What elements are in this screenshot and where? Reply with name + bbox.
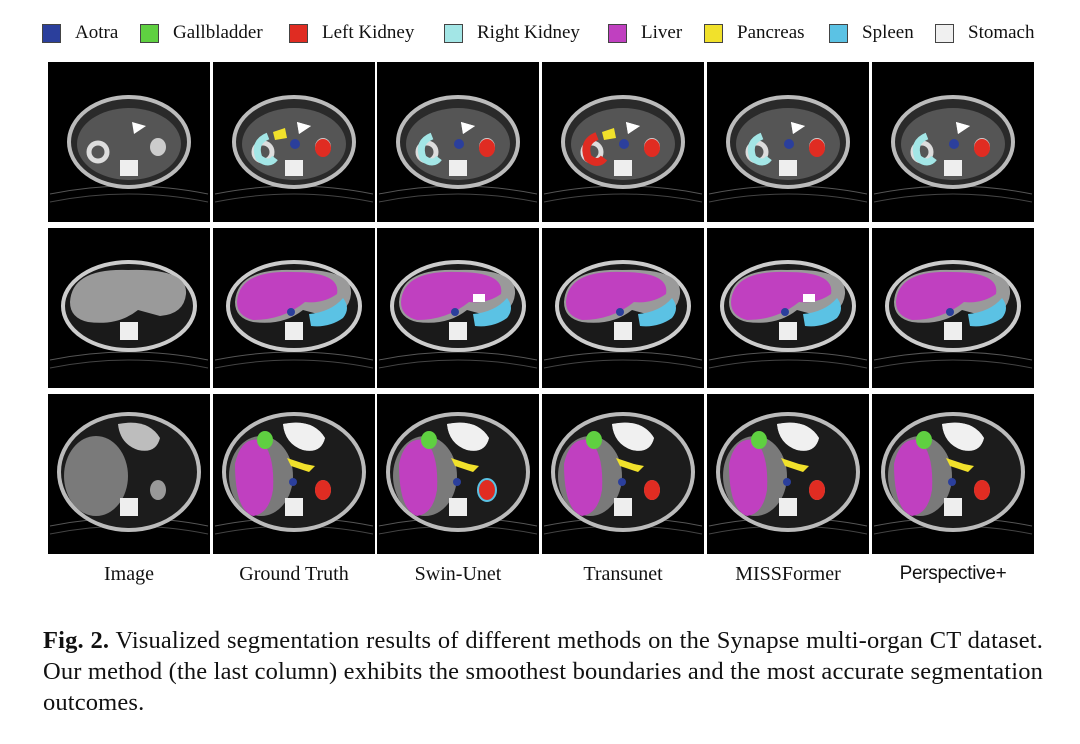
ct-slice-image [872,62,1034,222]
legend-item-stomach: Stomach [935,18,1035,48]
legend-label: Spleen [862,22,914,43]
legend-swatch [444,23,463,43]
ct-slice-bottom-row [872,394,1034,554]
legend-label: Gallbladder [173,22,263,43]
legend-item-liver: Liver [608,18,682,48]
figure-caption-label: Fig. 2. [43,627,110,654]
column-label-ground-truth: Ground Truth [239,563,349,585]
legend-swatch [608,23,627,43]
figure-caption-text: Visualized segmentation results of diffe… [43,627,1044,716]
legend-swatch [140,23,159,43]
column-label-swin-unet: Swin-Unet [414,563,502,585]
ct-slice-image [707,62,869,222]
ct-slice-image [542,62,704,222]
legend-swatch [829,23,848,43]
legend-item-right-kidney: Right Kidney [444,18,580,48]
legend-item-aorta: Aotra [42,18,118,48]
ct-slice-bottom-row [707,394,869,554]
ct-slice-middle-row [542,228,704,388]
ct-slice-bottom-row [213,394,375,554]
legend-label: Stomach [968,22,1035,43]
legend-swatch [289,23,308,43]
ct-slice-image [542,228,704,388]
legend-label: Left Kidney [322,22,415,43]
legend-swatch [42,23,61,43]
legend-item-pancreas: Pancreas [704,18,805,48]
ct-slice-image [213,62,375,222]
ct-slice-image [872,228,1034,388]
legend-label: Aotra [75,22,119,43]
ct-slice-middle-row [213,228,375,388]
ct-slice-top-row [872,62,1034,222]
legend-item-gallbladder: Gallbladder [140,18,263,48]
legend-item-left-kidney: Left Kidney [289,18,414,48]
legend-label: Pancreas [737,22,805,43]
ct-slice-top-row [542,62,704,222]
ct-slice-top-row [377,62,539,222]
legend-label: Right Kidney [477,22,580,43]
ct-slice-image [707,394,869,554]
organ-legend: Aotra Gallbladder Left Kidney Right Kidn… [0,18,1080,48]
ct-slice-middle-row [377,228,539,388]
ct-slice-bottom-row [542,394,704,554]
ct-slice-image [213,228,375,388]
ct-slice-top-row [48,62,210,222]
figure-caption: Fig. 2. Visualized segmentation results … [43,625,1043,718]
legend-item-spleen: Spleen [829,18,914,48]
ct-slice-bottom-row [48,394,210,554]
ct-slice-image [872,394,1034,554]
ct-slice-image [48,228,210,388]
ct-slice-image [377,62,539,222]
ct-slice-middle-row [48,228,210,388]
column-label-perspective-plus: Perspective+ [899,563,1007,584]
legend-swatch [935,23,954,43]
ct-slice-image [213,394,375,554]
segmentation-image-grid [48,62,1034,554]
ct-slice-image [377,228,539,388]
legend-label: Liver [641,22,683,43]
ct-slice-image [542,394,704,554]
legend-swatch [704,23,723,43]
column-label-transunet: Transunet [583,563,663,585]
ct-slice-image [377,394,539,554]
ct-slice-bottom-row [377,394,539,554]
ct-slice-top-row [707,62,869,222]
column-label-image: Image [104,563,154,585]
ct-slice-middle-row [872,228,1034,388]
ct-slice-image [707,228,869,388]
ct-slice-top-row [213,62,375,222]
column-label-missformer: MISSFormer [735,563,841,585]
ct-slice-middle-row [707,228,869,388]
ct-slice-image [48,394,210,554]
ct-slice-image [48,62,210,222]
